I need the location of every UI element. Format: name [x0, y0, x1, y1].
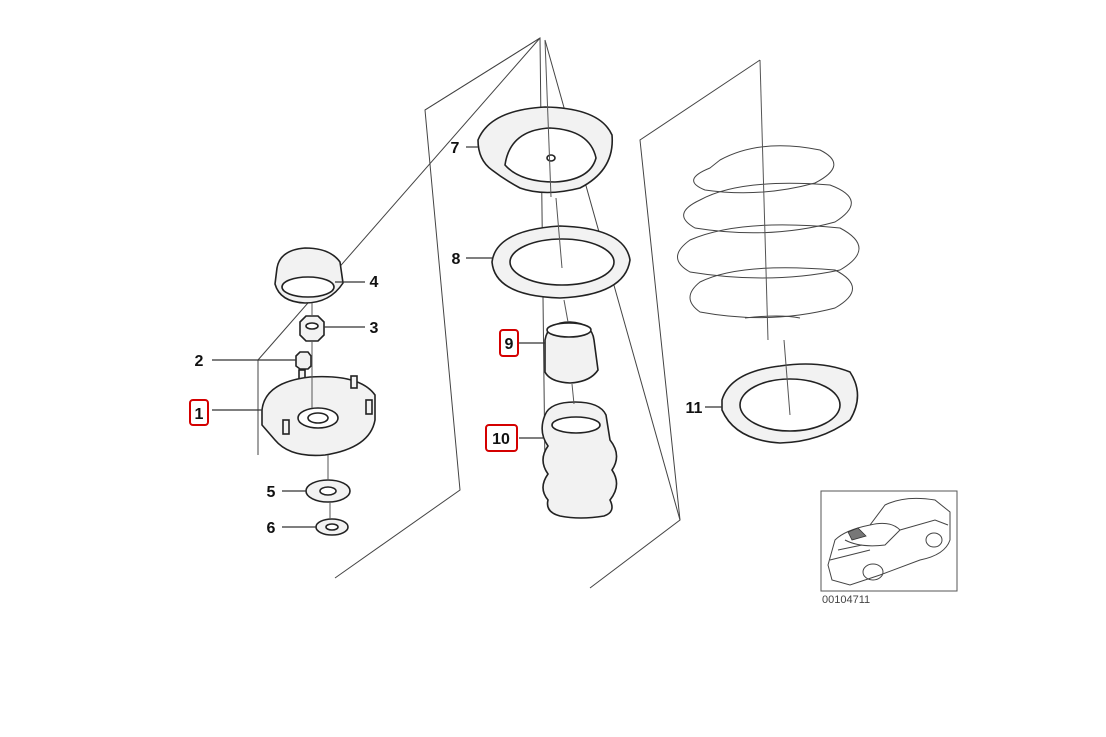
callout-1: 1 [195, 406, 204, 423]
callout-10: 10 [492, 431, 510, 448]
upper-spring-seat-part-7 [466, 39, 613, 198]
highlight-box-1 [189, 399, 209, 426]
protective-cap-part-4 [274, 247, 365, 304]
callout-11: 11 [686, 400, 703, 417]
callout-9: 9 [505, 336, 514, 353]
bearing-part-5 [282, 455, 351, 503]
callout-labels: 1 2 3 4 5 6 7 8 9 10 11 [189, 140, 703, 537]
diagram-id: 00104711 [822, 594, 870, 606]
callout-5: 5 [267, 484, 276, 501]
coil-spring [677, 59, 860, 341]
lower-spring-pad-part-11 [705, 339, 859, 444]
callout-8: 8 [452, 251, 461, 268]
highlight-box-9 [499, 329, 519, 357]
hex-nut-part-3 [299, 303, 365, 342]
callout-7: 7 [451, 140, 460, 157]
vehicle-thumbnail: 00104711 [820, 490, 958, 606]
callout-4: 4 [370, 274, 379, 291]
strut-mount-part-1 [212, 341, 376, 457]
bump-stop-part-9 [519, 299, 599, 384]
protective-boot-part-10 [519, 383, 618, 519]
washer-part-6 [282, 502, 349, 536]
highlight-box-10 [485, 424, 518, 452]
callout-6: 6 [267, 520, 276, 537]
spring-pad-part-8 [466, 197, 631, 299]
callout-2: 2 [195, 353, 204, 370]
callout-3: 3 [370, 320, 379, 337]
